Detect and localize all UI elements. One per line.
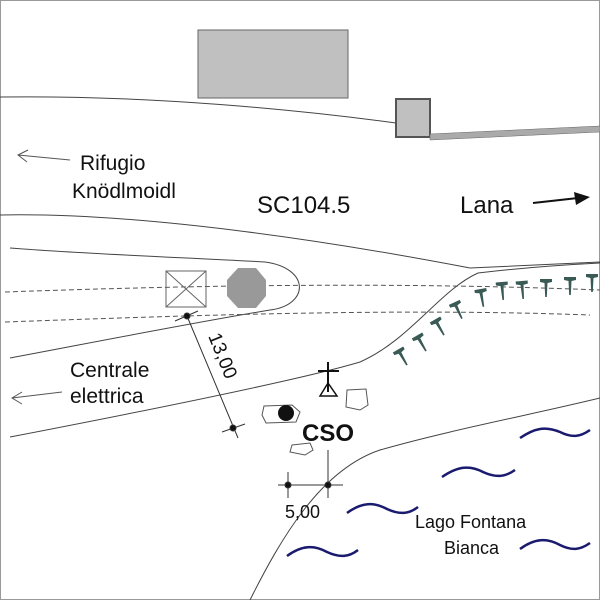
arrow-left-icon [11, 391, 63, 405]
lana-label: Lana [460, 192, 514, 219]
centrale-label-2: elettrica [70, 385, 144, 408]
centrale-label-1: Centrale [70, 359, 149, 382]
chamber-icon [165, 270, 207, 308]
arrow-right-icon [532, 192, 590, 205]
tree-icon [515, 280, 528, 300]
tree-icon [392, 346, 408, 366]
lake-label-1: Lago Fontana [415, 512, 527, 532]
rifugio-label-1: Rifugio [80, 152, 145, 175]
tree-icon [495, 281, 508, 301]
dimension-5 [278, 450, 343, 498]
small-building [395, 98, 431, 138]
tree-icon [474, 288, 487, 307]
road-code-label: SC104.5 [257, 192, 350, 219]
manhole-icon [227, 268, 266, 308]
wall [429, 125, 600, 141]
tree-icon [586, 274, 598, 292]
water-waves [286, 427, 591, 558]
rifugio-label-2: Knödlmoidl [72, 180, 176, 203]
rocks [261, 388, 369, 456]
cso-point-icon [278, 405, 294, 421]
cso-label: CSO [302, 420, 354, 447]
tree-icon [564, 277, 576, 295]
tree-icon [540, 279, 552, 297]
lake-label-2: Bianca [444, 538, 500, 558]
tree-icon [411, 332, 427, 352]
tree-row-icons [392, 274, 598, 366]
tree-icon [429, 316, 445, 336]
tree-icon [448, 299, 463, 320]
pipelines [4, 284, 600, 323]
cross-icon [318, 362, 339, 397]
arrow-left-icon [17, 149, 71, 163]
building [197, 29, 349, 99]
dimension-5-label: 5,00 [285, 502, 320, 522]
dimension-13 [174, 310, 246, 439]
road-edges [0, 96, 600, 600]
